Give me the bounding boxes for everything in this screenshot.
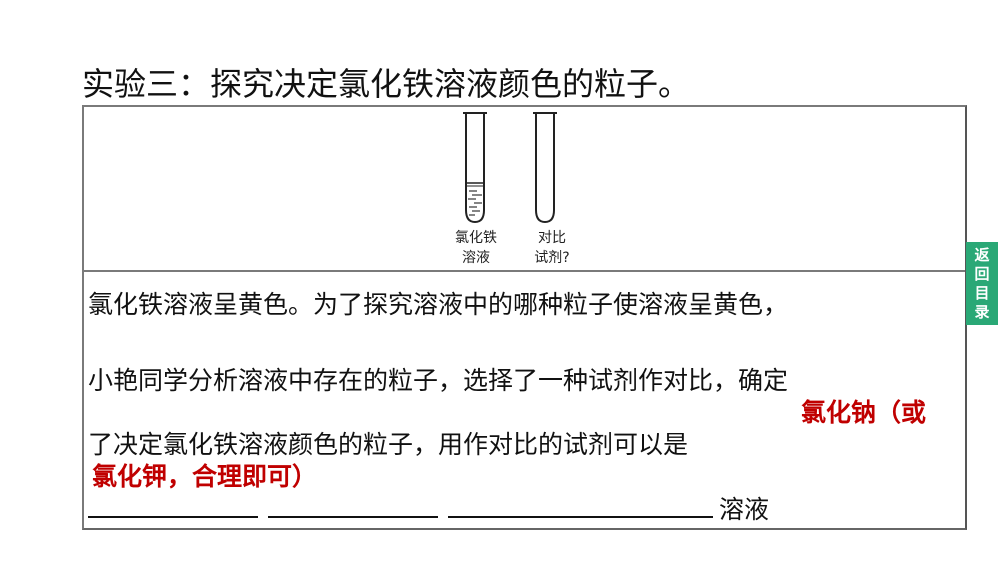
ferric-chloride-label: 氯化铁 溶液	[455, 230, 497, 266]
contrast-reagent-label: 对比 试剂?	[534, 230, 570, 266]
figure-cell: 氯化铁 溶液 对比 试剂?	[84, 107, 965, 270]
question-line-2: 小艳同学分析溶液中存在的粒子，选择了一种试剂作对比，确定	[88, 366, 789, 395]
table-divider	[84, 270, 965, 272]
answer-blank-3[interactable]	[448, 496, 713, 518]
answer-text-part-2: 氯化钾，合理即可）	[92, 462, 318, 491]
blank-suffix: 溶液	[719, 495, 770, 524]
answer-text-part-1: 氯化钠（或	[801, 398, 927, 427]
question-line-1: 氯化铁溶液呈黄色。为了探究溶液中的哪种粒子使溶液呈黄色，	[88, 290, 789, 319]
answer-blank-line: 溶液	[88, 490, 769, 526]
question-line-3: 了决定氯化铁溶液颜色的粒子，用作对比的试剂可以是	[88, 430, 689, 459]
answer-blank-2[interactable]	[268, 496, 438, 518]
answer-blank-1[interactable]	[88, 496, 258, 518]
page-title: 实验三：探究决定氯化铁溶液颜色的粒子。	[82, 65, 691, 103]
return-to-contents-button[interactable]: 返 回 目 录	[966, 242, 998, 325]
ferric-chloride-tube-icon	[463, 112, 487, 224]
test-tubes-illustration	[463, 112, 557, 224]
experiment-table: 氯化铁 溶液 对比 试剂? 氯化铁溶液呈黄色。为了探究溶液中的哪种粒子使溶液呈黄…	[82, 105, 967, 530]
contrast-reagent-tube-icon	[533, 112, 557, 224]
